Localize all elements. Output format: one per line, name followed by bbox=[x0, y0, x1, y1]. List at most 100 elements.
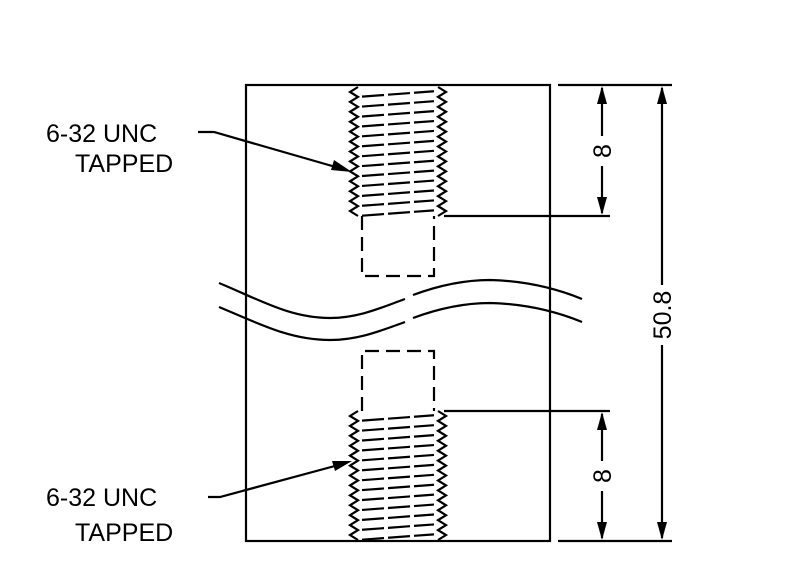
thread-root-line bbox=[361, 153, 385, 158]
thread-root-line bbox=[413, 513, 435, 518]
thread-root-line bbox=[387, 171, 411, 176]
thread-root-line bbox=[387, 151, 411, 156]
thread-root-line bbox=[413, 434, 435, 438]
thread-root-line bbox=[361, 103, 385, 108]
thread-root-line bbox=[361, 507, 385, 512]
thread-root-line bbox=[413, 189, 435, 194]
thread-root-line bbox=[387, 201, 411, 205]
thread-root-line bbox=[361, 517, 385, 521]
thread-root-line bbox=[387, 191, 411, 196]
thread-root-line bbox=[361, 487, 385, 492]
thread-root-line bbox=[413, 503, 435, 508]
thread-root-line bbox=[361, 193, 385, 197]
thread-root-line bbox=[387, 465, 411, 470]
thread-root-line bbox=[361, 212, 385, 217]
break-line-lower bbox=[218, 305, 406, 342]
thread-root-line bbox=[361, 183, 385, 188]
thread-root-line bbox=[387, 91, 411, 96]
thread-root-line bbox=[413, 209, 435, 213]
thread-root-line bbox=[361, 173, 385, 178]
thread-root-line bbox=[413, 424, 435, 428]
thread-root-line bbox=[361, 457, 385, 462]
thread-root-line bbox=[361, 536, 385, 541]
thread-root-line bbox=[361, 497, 385, 502]
thread-root-line bbox=[387, 535, 411, 539]
thread-root-line bbox=[361, 203, 385, 207]
thread-root-line bbox=[387, 161, 411, 166]
thread-root-line bbox=[361, 123, 385, 128]
thread-root-line bbox=[413, 139, 435, 144]
thread-root-line bbox=[413, 110, 435, 114]
thread-root-line bbox=[361, 477, 385, 482]
thread-root-line bbox=[413, 453, 435, 458]
thread-root-line bbox=[387, 435, 411, 440]
thread-root-line bbox=[413, 473, 435, 478]
drill-hole-bottom-hidden bbox=[360, 349, 436, 411]
thread-root-line bbox=[361, 527, 385, 531]
arrowheads bbox=[331, 86, 667, 540]
thread-root-line bbox=[387, 475, 411, 480]
thread-root-line bbox=[387, 101, 411, 106]
thread-root-line bbox=[413, 533, 435, 537]
break-line-lower-right bbox=[412, 301, 583, 324]
callout-bottom-line1: 6-32 UNC bbox=[46, 484, 157, 512]
thread-root-line bbox=[361, 427, 385, 432]
thread-root-line bbox=[413, 523, 435, 528]
thread-root-line bbox=[387, 485, 411, 490]
thread-root-line bbox=[361, 143, 385, 148]
thread-root-line bbox=[413, 443, 435, 448]
thread-bottom bbox=[347, 410, 449, 541]
dim-bottom-thread-depth: 8 bbox=[589, 469, 617, 483]
thread-root-line bbox=[361, 133, 385, 138]
thread-root-line bbox=[387, 505, 411, 510]
part-outline bbox=[244, 83, 552, 543]
thread-root-line bbox=[413, 169, 435, 174]
thread-root-line bbox=[413, 159, 435, 164]
thread-root-line bbox=[413, 129, 435, 134]
thread-root-line bbox=[387, 455, 411, 460]
thread-root-line bbox=[413, 483, 435, 488]
break-line-upper bbox=[218, 281, 406, 320]
thread-root-line bbox=[413, 119, 435, 124]
thread-root-line bbox=[361, 447, 385, 452]
thread-root-line bbox=[361, 93, 385, 98]
thread-crest bbox=[435, 410, 449, 541]
thread-root-line bbox=[361, 467, 385, 472]
thread-root-line bbox=[361, 437, 385, 442]
thread-root-line bbox=[361, 417, 385, 422]
thread-root-line bbox=[387, 131, 411, 136]
thread-root-line bbox=[387, 211, 411, 215]
dim-top-thread-depth: 8 bbox=[589, 144, 617, 158]
callout-top-line2: TAPPED bbox=[75, 150, 173, 178]
leader-top bbox=[198, 130, 347, 172]
thread-root-line bbox=[387, 515, 411, 520]
thread-root-line bbox=[387, 121, 411, 126]
thread-root-line bbox=[361, 113, 385, 118]
thread-root-line bbox=[387, 415, 411, 420]
thread-root-line bbox=[387, 425, 411, 430]
thread-root-line bbox=[387, 181, 411, 186]
thread-root-line bbox=[413, 90, 435, 94]
thread-root-line bbox=[413, 100, 435, 104]
thread-root-line bbox=[387, 445, 411, 450]
callout-top-line1: 6-32 UNC bbox=[46, 120, 157, 148]
thread-root-line bbox=[413, 493, 435, 498]
thread-root-line bbox=[413, 463, 435, 468]
thread-root-line bbox=[387, 495, 411, 500]
break-line-upper-right bbox=[412, 278, 583, 301]
thread-crest bbox=[347, 86, 361, 217]
thread-top bbox=[347, 86, 449, 217]
leader-bottom bbox=[208, 461, 347, 499]
callout-bottom-line2: TAPPED bbox=[75, 519, 173, 547]
thread-crest bbox=[347, 410, 361, 541]
thread-root-line bbox=[387, 141, 411, 146]
thread-root-line bbox=[413, 179, 435, 184]
thread-crest bbox=[435, 86, 449, 217]
thread-root-line bbox=[361, 163, 385, 168]
thread-root-line bbox=[387, 111, 411, 116]
dim-overall-length: 50.8 bbox=[649, 291, 677, 340]
thread-root-line bbox=[413, 414, 435, 418]
thread-root-line bbox=[413, 199, 435, 204]
thread-root-line bbox=[387, 525, 411, 529]
